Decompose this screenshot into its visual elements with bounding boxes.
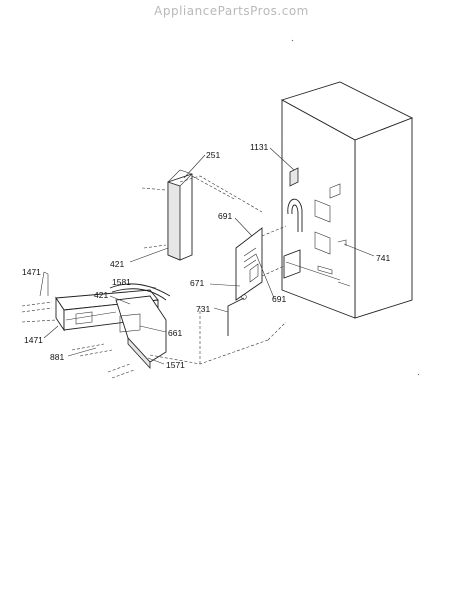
base-screws (21, 301, 135, 379)
base-assembly (55, 283, 171, 370)
rear-cover-panel (167, 169, 193, 261)
wire-harness (227, 294, 247, 336)
callout-731: 731 (196, 304, 210, 314)
callout-1581: 1581 (112, 277, 131, 287)
callout-1471-lower: 1471 (24, 335, 43, 345)
panel-screws (141, 187, 167, 249)
callout-691-lower: 691 (272, 294, 286, 304)
control-board (235, 227, 263, 301)
callout-741: 741 (376, 253, 390, 263)
stray-marks (291, 39, 420, 376)
callout-421-base: 421 (94, 290, 108, 300)
callout-1471-upper: 1471 (22, 267, 41, 277)
alignment-lines (149, 175, 287, 365)
callouts: 251 1131 691 741 421 671 691 1581 421 73… (22, 142, 390, 370)
callout-1131: 1131 (250, 142, 269, 152)
callout-881: 881 (50, 352, 64, 362)
callout-1571: 1571 (166, 360, 185, 370)
cabinet (280, 81, 414, 319)
watermark-text: AppliancePartsPros.com (154, 4, 309, 18)
board-screws (261, 225, 287, 277)
callout-661: 661 (168, 328, 182, 338)
callout-671: 671 (190, 278, 204, 288)
callout-251: 251 (206, 150, 220, 160)
callout-691-upper: 691 (218, 211, 232, 221)
leader-lines (39, 147, 375, 365)
callout-421-panel: 421 (110, 259, 124, 269)
